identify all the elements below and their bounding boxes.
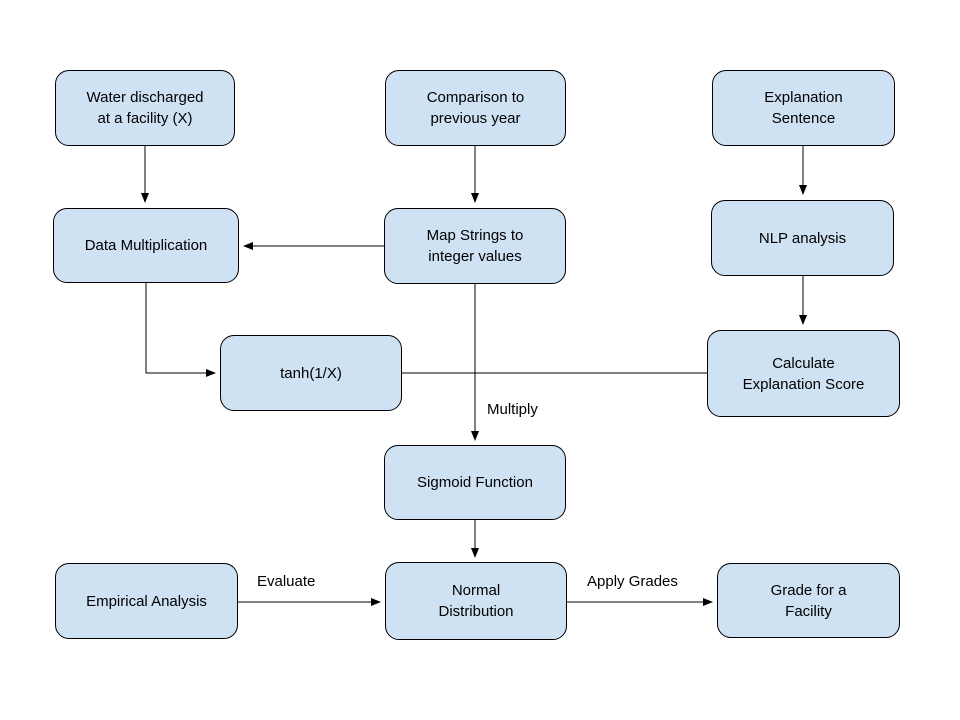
- node-sigmoid-function: Sigmoid Function: [384, 445, 566, 520]
- node-comparison-previous-year-label: Comparison to previous year: [426, 89, 525, 127]
- node-data-multiplication: Data Multiplication: [53, 208, 239, 283]
- node-normal-distribution: Normal Distribution: [385, 562, 567, 640]
- node-comparison-previous-year: Comparison to previous year: [385, 70, 566, 146]
- edge-label-apply-grades: Apply Grades: [587, 573, 678, 590]
- node-empirical-analysis: Empirical Analysis: [55, 563, 238, 639]
- node-data-multiplication-label: Data Multiplication: [84, 237, 208, 254]
- node-calculate-explanation-score-label: Calculate Explanation Score: [742, 354, 865, 393]
- node-tanh-label: tanh(1/X): [280, 364, 342, 382]
- node-grade-for-facility-label: Grade for a Facility: [770, 581, 847, 620]
- node-water-discharged: Water discharged at a facility (X): [55, 70, 235, 146]
- node-map-strings-label: Map Strings to integer values: [426, 227, 524, 265]
- node-nlp-analysis: NLP analysis: [711, 200, 894, 276]
- node-grade-for-facility: Grade for a Facility: [717, 563, 900, 638]
- edge-datamult-to-tanh: [145, 283, 216, 377]
- edge-label-evaluate: Evaluate: [257, 573, 316, 590]
- node-nlp-analysis-label: NLP analysis: [758, 229, 847, 247]
- node-calculate-explanation-score: Calculate Explanation Score: [707, 330, 900, 417]
- edge-label-multiply: Multiply: [487, 401, 538, 418]
- node-water-discharged-label: Water discharged at a facility (X): [86, 89, 204, 127]
- node-explanation-sentence: Explanation Sentence: [712, 70, 895, 146]
- node-normal-distribution-label: Normal Distribution: [438, 582, 514, 620]
- node-empirical-analysis-label: Empirical Analysis: [86, 592, 207, 610]
- node-tanh: tanh(1/X): [220, 335, 402, 411]
- node-sigmoid-function-label: Sigmoid Function: [417, 474, 533, 491]
- node-explanation-sentence-label: Explanation Sentence: [764, 89, 843, 127]
- node-map-strings: Map Strings to integer values: [384, 208, 566, 284]
